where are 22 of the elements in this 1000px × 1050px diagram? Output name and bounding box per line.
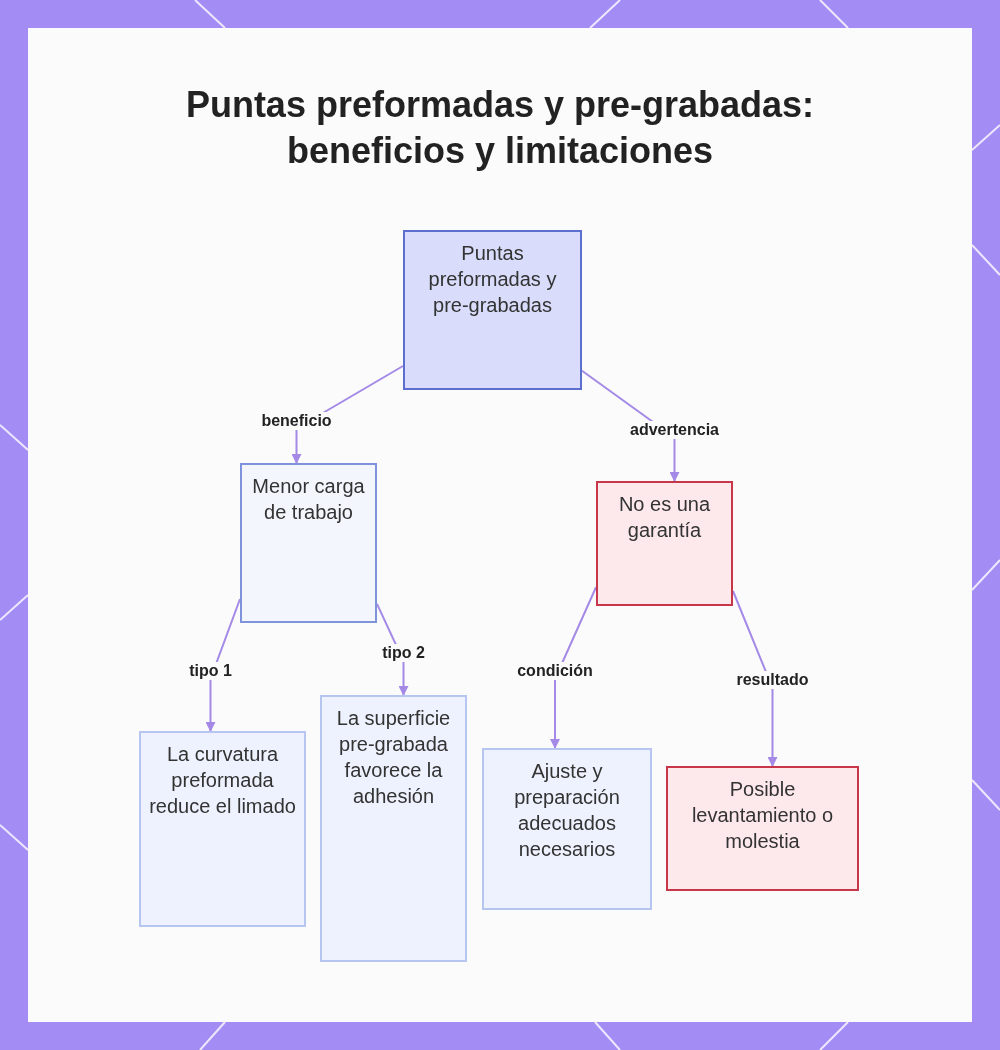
root-box xyxy=(403,230,582,390)
node-text: La superficie pre-grabada favorece la adhesión xyxy=(335,706,452,809)
node-text: Posible levantamiento o molestia xyxy=(690,777,835,854)
detail-box xyxy=(320,695,467,962)
warning-box xyxy=(596,481,733,606)
edge-label: resultado xyxy=(734,671,811,689)
arrow xyxy=(205,598,241,732)
node-text: No es una garantía xyxy=(617,492,712,543)
node-text: Puntas preformadas y pre-grabadas xyxy=(427,241,558,318)
detail-box xyxy=(139,731,306,927)
benefit-box xyxy=(240,463,377,623)
detail-box xyxy=(482,748,652,910)
arrow xyxy=(550,586,597,749)
warning-box xyxy=(666,766,859,891)
edge-label: tipo 2 xyxy=(380,644,427,662)
arrow xyxy=(732,590,778,767)
node-text: La curvatura preformada reduce el limado xyxy=(148,742,297,819)
node-text: Menor carga de trabajo xyxy=(251,474,366,525)
diagram-title: Puntas preformadas y pre-grabadas: beneficios y limitaciones xyxy=(184,83,816,173)
edge-label: tipo 1 xyxy=(187,662,234,680)
node-text: Ajuste y preparación adecuados necesarios xyxy=(513,759,621,862)
edge-label: condición xyxy=(515,662,595,680)
